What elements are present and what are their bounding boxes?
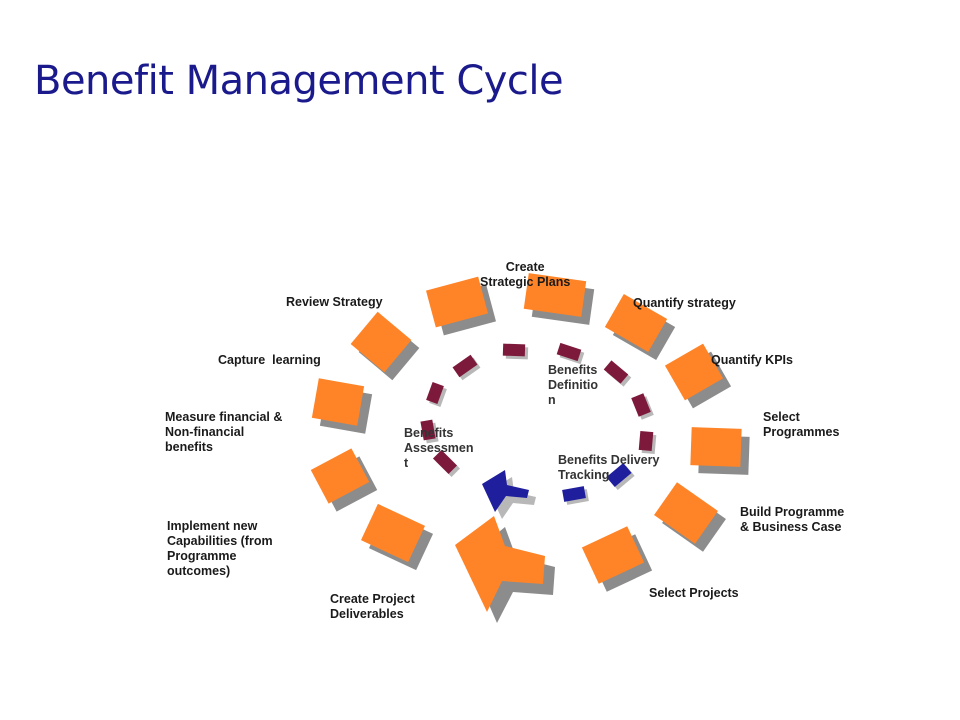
- outer-segment: [523, 273, 587, 317]
- inner-segment: [631, 393, 651, 417]
- inner-segment: [426, 382, 444, 404]
- outer-segment: [360, 503, 426, 563]
- large-cycle-arrow-head: [455, 516, 545, 612]
- outer-segment: [426, 276, 488, 328]
- stage-label-select-programmes: Select Programmes: [763, 410, 840, 439]
- outer-ring: [310, 273, 750, 592]
- cycle-arrows: [455, 470, 555, 623]
- phase-label-benefits-delivery-tracking: Benefits Delivery Tracking: [558, 453, 660, 482]
- inner-segment: [420, 419, 436, 441]
- small-cycle-arrow-head: [482, 470, 529, 512]
- stage-label-measure-benefits: Measure financial & Non-financial benefi…: [165, 410, 283, 454]
- slide-title: Benefit Management Cycle: [34, 58, 564, 104]
- outer-segment: [581, 526, 645, 584]
- phase-label-benefits-definition: Benefits Definitio n: [548, 363, 598, 407]
- inner-segment: [452, 354, 478, 378]
- stage-label-quantify-strategy: Quantify strategy: [633, 296, 736, 310]
- inner-ring: [420, 342, 657, 505]
- inner-segment: [606, 462, 632, 488]
- stage-label-implement-capabilities: Implement new Capabilities (from Program…: [167, 519, 273, 578]
- outer-segment: [664, 343, 724, 401]
- inner-segment: [556, 342, 582, 362]
- outer-segment: [604, 294, 668, 352]
- inner-segment: [432, 449, 458, 475]
- outer-segment: [654, 482, 718, 544]
- stage-label-capture-learning: Capture learning: [218, 353, 321, 367]
- phase-label-benefits-assessment: Benefits Assessmen t: [404, 426, 474, 470]
- stage-label-build-programme: Build Programme & Business Case: [740, 505, 845, 534]
- inner-segment: [638, 430, 654, 452]
- inner-segment: [603, 360, 629, 384]
- outer-segment: [690, 427, 742, 467]
- outer-segment: [311, 378, 365, 426]
- stage-label-create-project-deliverables: Create Project Deliverables: [330, 592, 415, 621]
- stage-label-review-strategy: Review Strategy: [286, 295, 383, 309]
- inner-segment: [502, 343, 526, 357]
- stage-label-select-projects: Select Projects: [649, 586, 739, 600]
- inner-segment: [562, 486, 586, 502]
- outer-segment: [310, 448, 370, 504]
- stage-label-create-strategic-plans: Create Strategic Plans: [480, 260, 571, 289]
- outer-segment: [350, 311, 412, 373]
- stage-label-quantify-kpis: Quantify KPIs: [711, 353, 793, 367]
